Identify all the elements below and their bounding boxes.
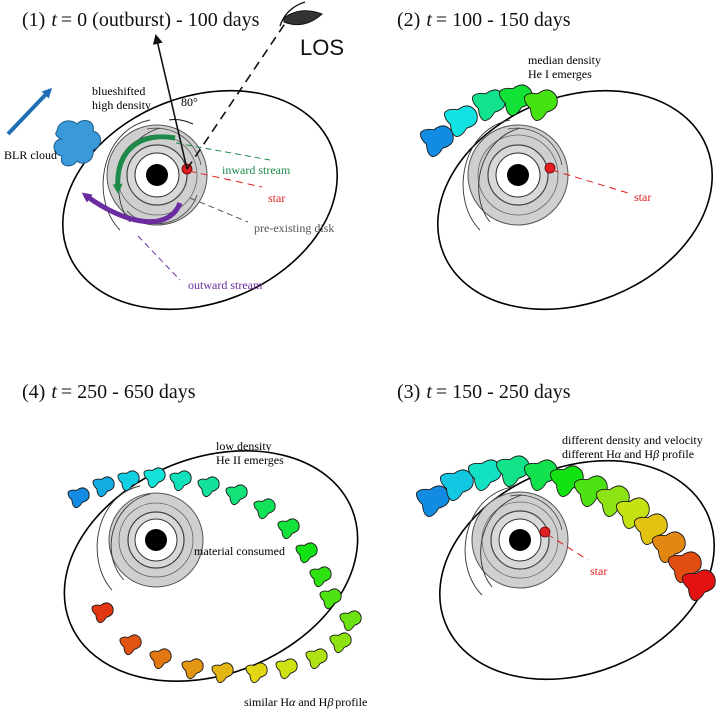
annotation-line-1: median density [528,53,601,67]
spiral-arc [102,119,151,231]
star-leader [546,533,589,561]
cloud-blob-icon [92,476,115,498]
panel-1: (1)t= 0 (outburst) - 100 days [4,1,344,311]
spiral-arc [110,493,151,581]
disk-label: pre-existing disk [254,221,334,235]
inward-label: inward stream [222,163,291,177]
cloud-blob-icon [181,658,204,680]
cloud-blob-icon [499,84,533,117]
cloud-blob-icon [117,470,140,492]
annotation-line-1: different density and velocity [562,433,703,447]
outward-leader [137,235,181,281]
cloud-blob-icon [472,89,506,122]
cloud-blob-icon [275,658,298,680]
panel-2: (2)t= 100 - 150 days star median density… [397,9,713,311]
accretion-disk [471,491,569,589]
cloud-blob-icon [416,485,450,518]
cloud-blob-icon [245,662,268,684]
cloud-blob-icon [225,484,248,506]
blueshift-arrow [6,87,53,136]
panel-1-title: (1)t= 0 (outburst) - 100 days [22,9,260,31]
accretion-disk [106,124,208,226]
cloud-blob-icon [295,542,318,564]
panel-2-title: (2)t= 100 - 150 days [397,9,571,31]
inward-leader [175,142,271,161]
cloud-blob-icon [253,498,276,520]
spiral-arc [464,486,513,596]
cloud-blob-icon [143,467,166,489]
cloud-chain-p4 [67,467,362,684]
spiral-arc [96,485,141,591]
star-label: star [590,564,607,578]
outward-label: outward stream [188,278,263,292]
cloud-blob-icon [149,648,172,670]
outward-stream-arrow [81,192,183,225]
eye-icon [283,10,323,26]
cloud-blob-icon [169,470,192,492]
cloud-blob-icon [305,648,328,670]
star-dot-icon [544,162,556,174]
cloud-blob-icon [339,610,362,632]
blr-label-1: blueshifted [92,84,145,98]
panel-4-title: (4)t= 250 - 650 days [22,381,196,403]
disk-leader [189,197,249,223]
cloud-blob-icon [524,89,558,122]
spiral-arc [462,119,511,231]
cloud-blob-icon [468,459,502,492]
cloud-blob-icon [277,518,300,540]
cloud-blob-icon [444,105,478,138]
cloud-blob-icon [91,602,114,624]
star-label: star [268,191,285,205]
cloud-blob-icon [67,487,90,509]
angle-arc [168,119,194,125]
panel-4: (4)t= 250 - 650 days low density He II e… [22,381,367,709]
blr-cloud [53,120,101,167]
panel-3-title: (3)t= 150 - 250 days [397,381,571,403]
inward-stream-arrow [112,134,176,194]
star-label: star [634,190,651,204]
spiral-arc [478,127,521,223]
black-hole-icon [145,529,167,551]
blr-label-2: high density [92,98,151,112]
annotation-line-2: different Hα and Hβ profile [562,447,694,461]
cloud-blob-icon [550,465,584,498]
accretion-disk [108,492,204,588]
cloud-chain-p2 [420,84,558,158]
orbit-ellipse [62,89,338,311]
annotation-line-2: He I emerges [528,67,592,81]
cloud-blob-icon [574,475,608,508]
cloud-blob-icon [440,469,474,502]
consumed-label: material consumed [194,544,285,558]
star-leader [188,170,263,188]
cloud-blob-icon [420,125,454,158]
orbit-ellipse [437,89,713,311]
black-hole-icon [146,164,168,186]
los-label: LOS [300,35,344,60]
cloud-blob-icon [119,634,142,656]
eye-lid [279,1,306,27]
blr-cloud-label: BLR cloud [4,148,57,162]
spiral-arc [480,494,523,588]
cloud-blob-icon [524,459,558,492]
cloud-blob-icon [197,476,220,498]
black-hole-icon [509,529,531,551]
cloud-blob-icon [309,566,332,588]
star-leader [551,169,629,194]
accretion-disk [467,124,569,226]
cloud-chain-p3 [416,455,716,602]
normal-arrow [152,34,188,170]
annotation-line-2: He II emerges [216,453,284,467]
black-hole-icon [507,164,529,186]
annotation-line-1: low density [216,439,272,453]
cloud-blob-icon [496,455,530,488]
cloud-blob-icon [319,588,342,610]
cloud-blob-icon [211,662,234,684]
cloud-blob-icon [682,569,716,602]
panel-3: (3)t= 150 - 250 days star different dens… [397,381,716,681]
cloud-blob-icon [329,632,352,654]
orbit-ellipse [63,450,359,682]
angle-label: 80° [181,95,198,109]
